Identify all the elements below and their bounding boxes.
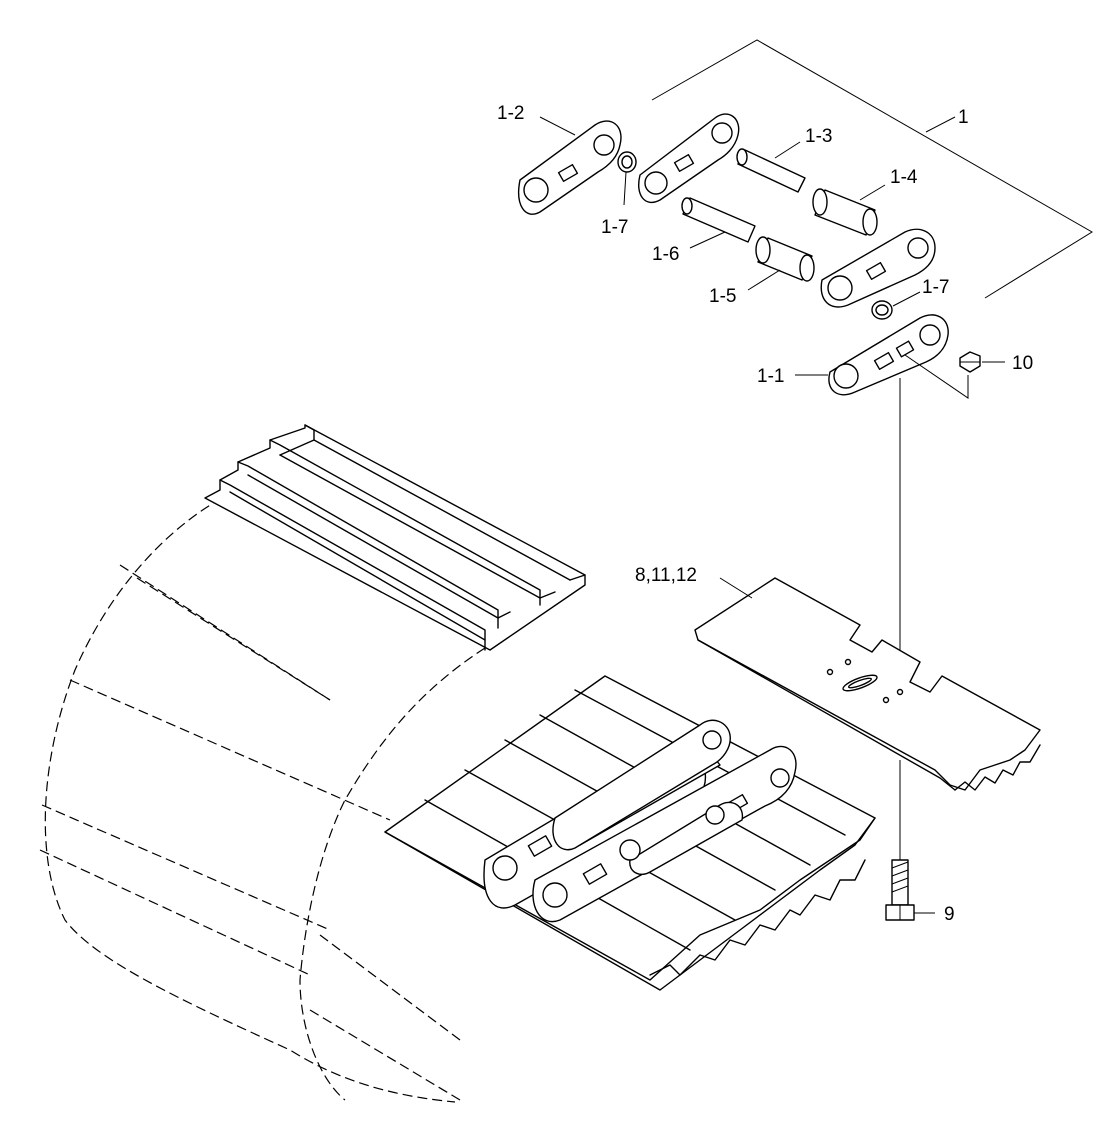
label-1: 1 <box>958 107 969 128</box>
part-link-1-2 <box>518 120 622 215</box>
label-1-4: 1-4 <box>890 167 918 188</box>
label-1-7-bottom: 1-7 <box>922 277 949 298</box>
label-1-6: 1-6 <box>652 244 679 265</box>
part-pin-1-3 <box>736 148 806 193</box>
part-link-inner-top <box>638 113 740 203</box>
label-1-1: 1-1 <box>757 366 784 387</box>
part-link-1-1 <box>828 314 949 396</box>
part-washer-1-7-bottom <box>871 300 893 320</box>
label-1-3: 1-3 <box>805 126 832 147</box>
label-1-7-top: 1-7 <box>601 217 628 238</box>
part-washer-1-7-top <box>617 151 637 173</box>
label-8-11-12: 8,11,12 <box>635 565 697 586</box>
group-bracket-1 <box>651 39 1093 299</box>
callout-labels: 1 1-2 1-3 1-4 1-7 1-6 1-5 1-7 1-1 10 8,1… <box>497 103 1033 925</box>
label-9: 9 <box>944 904 955 925</box>
part-nut-10 <box>959 351 981 373</box>
label-10: 10 <box>1012 353 1033 374</box>
track-shoe-assembly <box>39 424 876 1103</box>
label-1-2: 1-2 <box>497 103 524 124</box>
part-bushing-1-4 <box>812 188 878 236</box>
track-roll-outline <box>44 497 456 1103</box>
part-pin-1-6 <box>681 197 756 243</box>
part-shoe-plate-8-11-12 <box>694 577 1041 791</box>
leader-lines <box>539 116 1005 914</box>
top-track-shoe <box>204 424 586 651</box>
part-bolt-9 <box>885 859 915 921</box>
track-chain <box>483 719 797 923</box>
part-bushing-1-5 <box>755 236 815 282</box>
part-link-right-upper <box>820 228 936 308</box>
label-1-5: 1-5 <box>709 286 736 307</box>
